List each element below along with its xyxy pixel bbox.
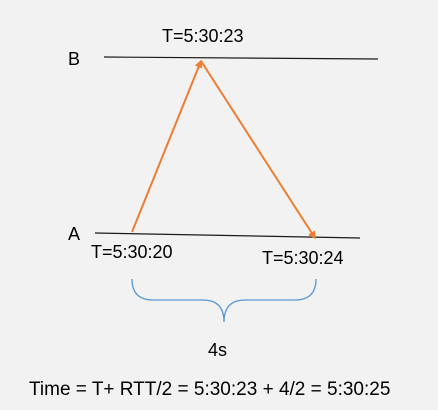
timeline-a xyxy=(94,232,361,239)
response-arrow xyxy=(200,60,316,240)
node-a-label: A xyxy=(68,224,81,244)
node-b-label: B xyxy=(68,49,81,69)
round-trip-brace xyxy=(131,278,317,323)
receive-time-label: T=5:30:24 xyxy=(262,248,344,268)
round-trip-duration-label: 4s xyxy=(208,340,228,360)
send-time-label: T=5:30:20 xyxy=(91,242,173,262)
time-formula: Time = T+ RTT/2 = 5:30:23 + 4/2 = 5:30:2… xyxy=(29,379,391,400)
server-time-label: T=5:30:23 xyxy=(162,26,244,46)
timeline-b xyxy=(103,56,379,60)
request-arrow xyxy=(131,59,203,233)
